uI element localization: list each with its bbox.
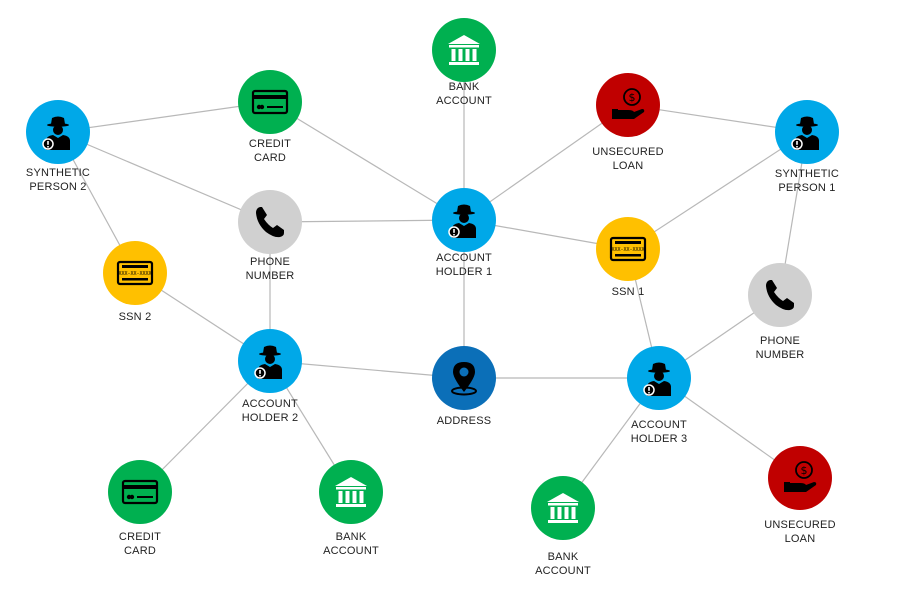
- node-account-holder-2: [238, 329, 302, 393]
- node-label-line: PERSON 1: [778, 182, 836, 194]
- person-icon: [444, 200, 484, 240]
- node-label-line: SYNTHETIC: [774, 168, 840, 180]
- node-label-line: ACCOUNT: [436, 95, 492, 107]
- node-account-holder-3: [627, 346, 691, 410]
- edge-synthetic-person-1-to-ssn-1: [627, 131, 808, 250]
- phone-icon: [250, 202, 290, 242]
- node-label-line: BANK: [335, 531, 367, 543]
- node-label-line: SYNTHETIC: [25, 167, 91, 179]
- node-label-line: BANK: [448, 81, 480, 93]
- ssn-card-icon: XXX-XX-XXXX: [115, 253, 155, 293]
- node-credit-card-top: [238, 70, 302, 134]
- person-icon: [639, 358, 679, 398]
- node-label-line: UNSECURED: [592, 146, 664, 158]
- ssn-card-icon: XXX-XX-XXXX: [608, 229, 648, 269]
- node-ssn-1: XXX-XX-XXXX: [596, 217, 660, 281]
- node-label-bank-account-top: BANK ACCOUNT: [399, 80, 529, 108]
- node-label-account-holder-3: ACCOUNT HOLDER 3: [594, 418, 724, 446]
- node-label-line: ACCOUNT: [436, 252, 492, 264]
- edge-synthetic-person-2-to-phone-number-left: [57, 131, 271, 223]
- node-bank-account-bottom-right: [531, 476, 595, 540]
- node-label-line: HOLDER 1: [435, 266, 493, 278]
- credit-card-icon: [250, 82, 290, 122]
- node-label-synthetic-person-2: SYNTHETIC PERSON 2: [0, 166, 123, 194]
- node-address: [432, 346, 496, 410]
- loan-icon: $: [608, 85, 648, 125]
- node-label-line: PERSON 2: [29, 181, 87, 193]
- phone-icon: [760, 275, 800, 315]
- node-label-line: SSN 2: [118, 311, 152, 323]
- node-label-line: NUMBER: [245, 270, 295, 282]
- person-icon: [787, 112, 827, 152]
- node-label-phone-number-left: PHONE NUMBER: [205, 255, 335, 283]
- node-synthetic-person-1: [775, 100, 839, 164]
- node-label-line: ADDRESS: [436, 415, 492, 427]
- node-label-line: PHONE: [759, 335, 801, 347]
- node-label-line: PHONE: [249, 256, 291, 268]
- node-label-line: ACCOUNT: [535, 565, 591, 577]
- node-label-line: CREDIT: [118, 531, 162, 543]
- node-label-bank-account-bottom-left: BANK ACCOUNT: [286, 530, 416, 558]
- node-label-unsecured-loan-bottom: UNSECURED LOAN: [735, 518, 865, 546]
- node-label-line: ACCOUNT: [242, 398, 298, 410]
- bank-icon: [444, 30, 484, 70]
- node-bank-account-bottom-left: [319, 460, 383, 524]
- node-credit-card-bottom: [108, 460, 172, 524]
- edge-credit-card-top-to-account-holder-1: [269, 101, 465, 221]
- loan-icon: $: [780, 458, 820, 498]
- node-label-credit-card-top: CREDIT CARD: [205, 137, 335, 165]
- node-label-account-holder-1: ACCOUNT HOLDER 1: [399, 251, 529, 279]
- node-label-line: HOLDER 3: [630, 433, 688, 445]
- svg-text:$: $: [801, 464, 808, 477]
- node-label-line: SSN 1: [611, 286, 645, 298]
- node-phone-number-right: [748, 263, 812, 327]
- node-label-line: LOAN: [612, 160, 644, 172]
- node-label-line: BANK: [547, 551, 579, 563]
- edge-phone-number-left-to-account-holder-1: [269, 219, 465, 223]
- node-label-unsecured-loan-top: UNSECURED LOAN: [563, 145, 693, 173]
- node-label-line: LOAN: [784, 533, 816, 545]
- edge-account-holder-2-to-address: [269, 360, 465, 379]
- node-account-holder-1: [432, 188, 496, 252]
- credit-card-icon: [120, 472, 160, 512]
- node-unsecured-loan-top: $: [596, 73, 660, 137]
- location-pin-icon: [444, 358, 484, 398]
- node-label-ssn-1: SSN 1: [563, 285, 693, 299]
- svg-text:XXX-XX-XXXX: XXX-XX-XXXX: [118, 271, 151, 277]
- bank-icon: [331, 472, 371, 512]
- node-label-line: ACCOUNT: [323, 545, 379, 557]
- node-label-bank-account-bottom-right: BANK ACCOUNT: [498, 550, 628, 578]
- svg-text:$: $: [629, 91, 636, 104]
- node-label-line: CREDIT: [248, 138, 292, 150]
- node-synthetic-person-2: [26, 100, 90, 164]
- node-unsecured-loan-bottom: $: [768, 446, 832, 510]
- person-icon: [38, 112, 78, 152]
- node-label-line: CARD: [254, 152, 286, 164]
- node-label-line: ACCOUNT: [631, 419, 687, 431]
- node-label-ssn-2: SSN 2: [70, 310, 200, 324]
- node-phone-number-left: [238, 190, 302, 254]
- node-label-line: HOLDER 2: [241, 412, 299, 424]
- edge-unsecured-loan-top-to-account-holder-1: [463, 104, 629, 221]
- node-ssn-2: XXX-XX-XXXX: [103, 241, 167, 305]
- node-label-credit-card-bottom: CREDIT CARD: [75, 530, 205, 558]
- node-label-synthetic-person-1: SYNTHETIC PERSON 1: [742, 167, 872, 195]
- node-label-line: CARD: [124, 545, 156, 557]
- node-label-line: NUMBER: [755, 349, 805, 361]
- person-icon: [250, 341, 290, 381]
- node-bank-account-top: [432, 18, 496, 82]
- edge-synthetic-person-2-to-credit-card-top: [57, 101, 271, 133]
- node-label-account-holder-2: ACCOUNT HOLDER 2: [205, 397, 335, 425]
- svg-text:XXX-XX-XXXX: XXX-XX-XXXX: [611, 247, 644, 253]
- bank-icon: [543, 488, 583, 528]
- node-label-phone-number-right: PHONE NUMBER: [715, 334, 845, 362]
- node-label-line: UNSECURED: [764, 519, 836, 531]
- node-label-address: ADDRESS: [399, 414, 529, 428]
